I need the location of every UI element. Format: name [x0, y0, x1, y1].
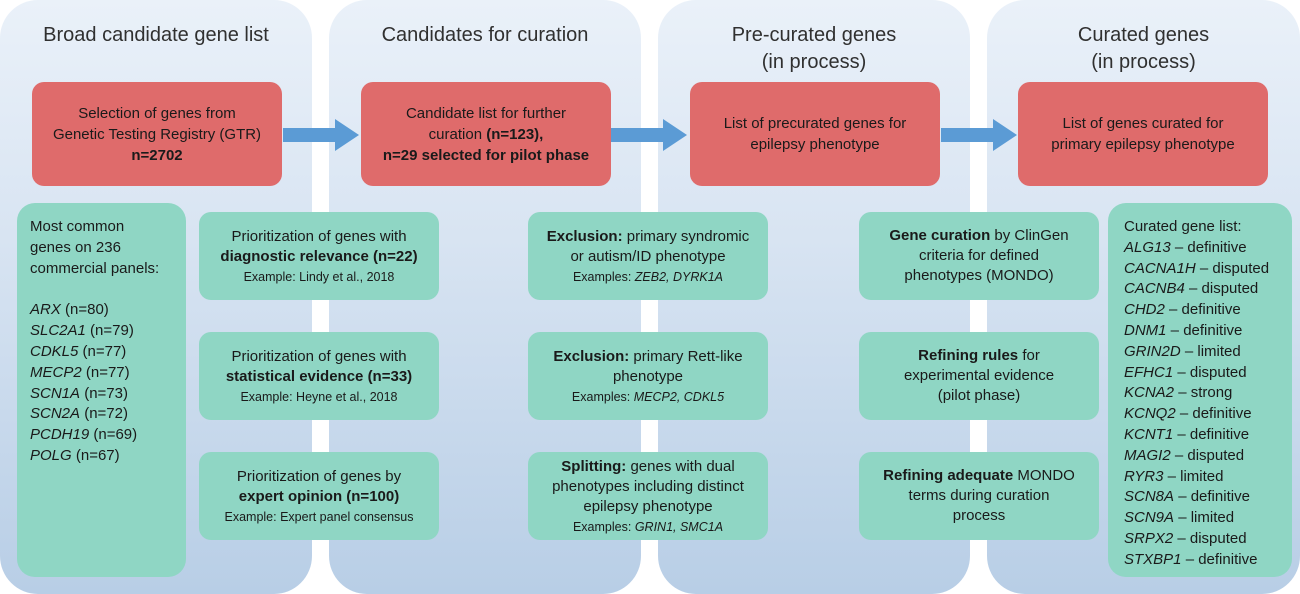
- box-keyword: Gene curation: [889, 227, 991, 244]
- box-line: phenotypes including distinct: [552, 477, 744, 495]
- list-item: PCDH19 (n=69): [30, 426, 138, 444]
- arrow-right-icon: [283, 119, 359, 151]
- box-line: statistical evidence (n=33): [225, 367, 413, 385]
- list-heading: commercial panels:: [30, 259, 160, 277]
- prioritization-diagnostic-box: Prioritization of genes with diagnostic …: [199, 212, 439, 300]
- column-title: Broad candidate gene list: [43, 24, 269, 46]
- list-item: EFHC1 – disputed: [1124, 363, 1247, 381]
- box-line: experimental evidence: [903, 367, 1055, 384]
- box-line: List of precurated genes for: [723, 115, 907, 132]
- box-example: Examples:: [572, 269, 635, 284]
- splitting-box: Splitting: genes with dual phenotypes in…: [528, 452, 768, 540]
- box-line: Selection of genes from: [78, 104, 236, 122]
- box-line: Prioritization of genes with: [231, 347, 407, 365]
- exclusion-syndromic-box: Exclusion: primary syndromic or autism/I…: [528, 212, 768, 300]
- list-item: MECP2 (n=77): [30, 363, 130, 381]
- list-item: SCN1A (n=73): [30, 384, 128, 402]
- box-line: genes with dual: [626, 457, 735, 475]
- gtr-selection-box: Selection of genes from Genetic Testing …: [32, 82, 282, 186]
- list-heading: Curated gene list:: [1124, 218, 1242, 235]
- box-keyword: Refining rules: [918, 347, 1019, 364]
- exclusion-rett-box: Exclusion: primary Rett-like phenotype E…: [528, 332, 768, 420]
- box-line: Prioritization of genes by: [236, 467, 402, 485]
- box-example: Examples:: [571, 389, 634, 404]
- list-item: ARX (n=80): [30, 301, 109, 319]
- box-line: criteria for defined: [918, 247, 1040, 264]
- list-item: SCN2A (n=72): [30, 405, 128, 423]
- refining-mondo-box: Refining adequate MONDO terms during cur…: [859, 452, 1099, 540]
- column-title: Pre-curated genes (in process): [731, 24, 897, 73]
- box-line: diagnostic relevance (n=22): [220, 247, 418, 265]
- box-line: or autism/ID phenotype: [570, 247, 726, 265]
- list-item: RYR3 – limited: [1124, 467, 1224, 485]
- box-count: n=29 selected for pilot phase: [382, 146, 590, 164]
- list-item: DNM1 – definitive: [1124, 321, 1243, 339]
- box-line: expert opinion (n=100): [238, 487, 400, 505]
- list-heading: genes on 236: [30, 238, 121, 256]
- list-item: GRIN2D – limited: [1124, 342, 1241, 360]
- curated-list-box: List of genes curated for primary epilep…: [1018, 82, 1268, 186]
- box-line: Genetic Testing Registry (GTR): [52, 125, 262, 143]
- list-item: STXBP1 – definitive: [1124, 550, 1258, 568]
- box-line: Candidate list for further: [405, 104, 567, 122]
- box-line: process: [952, 507, 1006, 524]
- box-line: terms during curation: [908, 487, 1050, 504]
- box-line: phenotype: [612, 367, 684, 385]
- list-item: KCNT1 – definitive: [1124, 425, 1250, 443]
- box-count: n=2702: [131, 146, 183, 164]
- box-example-genes: ZEB2, DYRK1A: [634, 269, 724, 284]
- box-keyword: Exclusion:: [546, 227, 623, 245]
- candidate-list-box: Candidate list for further curation (n=1…: [361, 82, 611, 186]
- common-genes-box: Most common genes on 236 commercial pane…: [17, 203, 186, 577]
- box-keyword: Exclusion:: [553, 347, 630, 365]
- box-line: primary Rett-like: [629, 347, 743, 365]
- curated-gene-list-box: Curated gene list: ALG13 – definitive CA…: [1108, 203, 1292, 577]
- list-item: CDKL5 (n=77): [30, 342, 127, 360]
- prioritization-statistical-box: Prioritization of genes with statistical…: [199, 332, 439, 420]
- column-title: Curated genes (in process): [1077, 24, 1210, 73]
- box-line: primary syndromic: [622, 227, 750, 245]
- box-count: (n=123),: [486, 125, 544, 143]
- box-line: MONDO: [1013, 467, 1075, 484]
- list-item: SCN8A – definitive: [1124, 488, 1250, 506]
- arrow-right-icon: [611, 119, 687, 151]
- list-item: CHD2 – definitive: [1124, 301, 1241, 319]
- box-example-genes: GRIN1, SMC1A: [634, 519, 724, 534]
- box-keyword: Splitting:: [561, 457, 627, 475]
- list-item: SCN9A – limited: [1124, 509, 1235, 527]
- box-line: (pilot phase): [937, 387, 1021, 404]
- column-title: Candidates for curation: [381, 24, 589, 46]
- list-item: SLC2A1 (n=79): [30, 322, 134, 340]
- box-example: Example: Expert panel consensus: [224, 509, 414, 524]
- prioritization-expert-box: Prioritization of genes by expert opinio…: [199, 452, 439, 540]
- box-example-genes: MECP2, CDKL5: [633, 389, 725, 404]
- box-line: Prioritization of genes with: [231, 227, 407, 245]
- list-item: CACNB4 – disputed: [1124, 280, 1259, 298]
- list-item: POLG (n=67): [30, 446, 120, 464]
- list-item: ALG13 – definitive: [1124, 238, 1247, 256]
- list-item: CACNA1H – disputed: [1124, 259, 1270, 277]
- list-item: SRPX2 – disputed: [1124, 529, 1247, 547]
- box-line: List of genes curated for: [1062, 115, 1224, 132]
- list-item: MAGI2 – disputed: [1124, 446, 1245, 464]
- box-example: Examples:: [572, 519, 635, 534]
- box-line: by ClinGen: [990, 227, 1069, 244]
- list-item: KCNA2 – strong: [1124, 384, 1233, 402]
- box-line: curation: [428, 125, 487, 143]
- precurated-list-box: List of precurated genes for epilepsy ph…: [690, 82, 940, 186]
- box-example: Example: Heyne et al., 2018: [240, 389, 398, 404]
- list-heading: Most common: [30, 218, 125, 235]
- box-line: for: [1018, 347, 1040, 364]
- box-keyword: Refining adequate: [883, 467, 1014, 484]
- box-line: primary epilepsy phenotype: [1051, 136, 1235, 153]
- gene-curation-box: Gene curation by ClinGen criteria for de…: [859, 212, 1099, 300]
- arrow-right-icon: [941, 119, 1017, 151]
- box-line: epilepsy phenotype: [583, 497, 713, 515]
- box-line: phenotypes (MONDO): [904, 267, 1054, 284]
- list-item: KCNQ2 – definitive: [1124, 405, 1252, 423]
- refining-rules-box: Refining rules for experimental evidence…: [859, 332, 1099, 420]
- box-line: epilepsy phenotype: [750, 136, 880, 153]
- box-example: Example: Lindy et al., 2018: [243, 269, 395, 284]
